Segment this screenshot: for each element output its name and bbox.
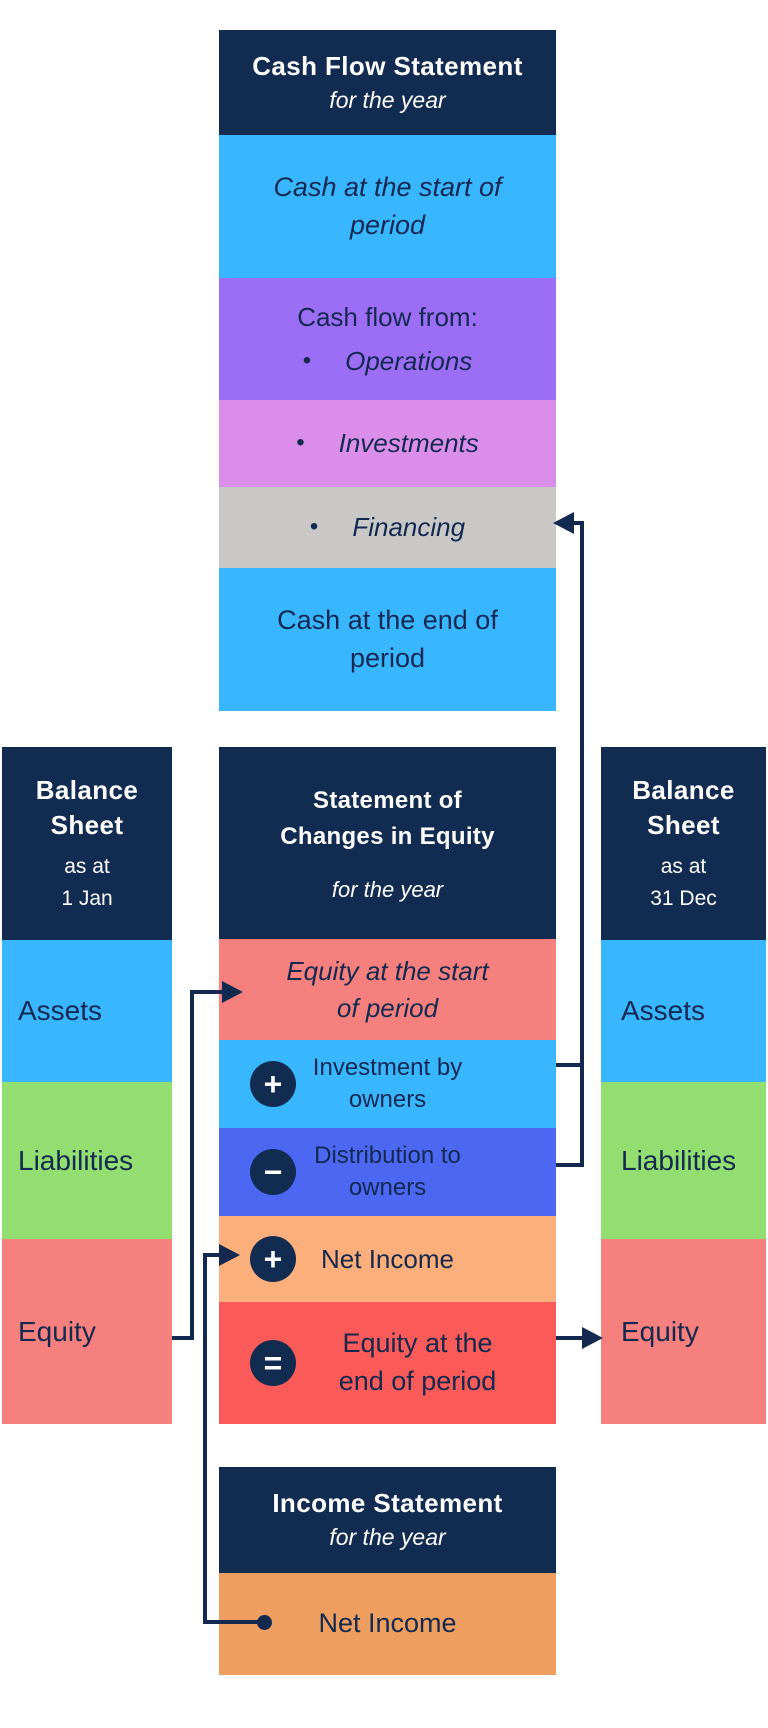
arrowhead-into-financing xyxy=(553,512,574,534)
connector-net-income-bottom xyxy=(203,1620,264,1624)
plus-icon: + xyxy=(250,1061,296,1107)
soce-period: for the year xyxy=(331,877,444,902)
cash-flow-title: Cash Flow Statement xyxy=(252,50,523,81)
cash-at-start-label: Cash at the start of period xyxy=(273,171,502,240)
soce-title-line1: Statement of xyxy=(313,787,462,814)
bullet-icon: • xyxy=(296,429,305,457)
balance-sheet-dec-liabilities: Liabilities xyxy=(601,1082,766,1239)
distribution-to-owners-label: Distribution to owners xyxy=(314,1141,461,1201)
cash-flow-from-section: Cash flow from: • Operations xyxy=(219,278,556,400)
cash-flow-header: Cash Flow Statement for the year xyxy=(219,30,556,135)
connector-jan-equity-vertical xyxy=(190,990,194,1340)
connector-equity-end-horizontal xyxy=(556,1336,584,1340)
equals-icon: = xyxy=(250,1340,296,1386)
operations-item: • Operations xyxy=(303,343,473,379)
connector-distribution-to-financing-stub xyxy=(556,1163,584,1167)
soce-header: Statement of Changes in Equity for the y… xyxy=(219,747,556,939)
cash-flow-statement-column: Cash Flow Statement for the year Cash at… xyxy=(219,30,556,711)
balance-sheet-dec-header: Balance Sheet as at 31 Dec xyxy=(601,747,766,940)
equity-at-end-row: = Equity at the end of period xyxy=(219,1302,556,1424)
minus-icon: − xyxy=(250,1149,296,1195)
balance-sheet-jan-liabilities: Liabilities xyxy=(2,1082,172,1239)
cash-at-end-label: Cash at the end of period xyxy=(277,604,498,673)
bullet-icon: • xyxy=(302,347,312,375)
income-statement-column: Income Statement for the year Net Income xyxy=(219,1467,556,1675)
equity-at-end-label: Equity at the end of period xyxy=(338,1328,497,1396)
statement-of-changes-in-equity-column: Statement of Changes in Equity for the y… xyxy=(219,747,556,1424)
bullet-icon: • xyxy=(309,513,319,541)
connector-financing-vertical xyxy=(580,521,584,1167)
balance-sheet-dec-title: Balance Sheet xyxy=(632,774,735,840)
investment-by-owners-label: Investment by owners xyxy=(312,1053,463,1113)
cash-at-start-section: Cash at the start of period xyxy=(219,135,556,278)
income-statement-header: Income Statement for the year xyxy=(219,1467,556,1573)
investments-section: • Investments xyxy=(219,400,556,487)
connector-jan-equity-horizontal xyxy=(172,1336,194,1340)
net-income-label: Net Income xyxy=(321,1243,454,1274)
balance-sheet-jan-column: Balance Sheet as at 1 Jan Assets Liabili… xyxy=(2,747,172,1424)
income-net-income-label: Net Income xyxy=(318,1608,457,1639)
investments-label: Investments xyxy=(338,428,479,459)
balance-sheet-dec-column: Balance Sheet as at 31 Dec Assets Liabil… xyxy=(601,747,766,1424)
income-net-income-section: Net Income xyxy=(219,1573,556,1675)
balance-sheet-dec-date: 31 Dec xyxy=(650,886,717,910)
cash-at-end-section: Cash at the end of period xyxy=(219,568,556,711)
financing-item: • Financing xyxy=(310,509,465,545)
equity-at-start-label: Equity at the start of period xyxy=(286,956,489,1023)
plus-icon: + xyxy=(250,1236,296,1282)
income-statement-title: Income Statement xyxy=(272,1488,503,1519)
distribution-to-owners-row: − Distribution to owners xyxy=(219,1128,556,1216)
balance-sheet-dec-assets: Assets xyxy=(601,940,766,1082)
financing-label: Financing xyxy=(352,512,466,543)
balance-sheet-jan-assets: Assets xyxy=(2,940,172,1082)
balance-sheet-dec-equity: Equity xyxy=(601,1239,766,1424)
balance-sheet-jan-equity: Equity xyxy=(2,1239,172,1424)
investment-by-owners-row: + Investment by owners xyxy=(219,1040,556,1128)
balance-sheet-jan-header: Balance Sheet as at 1 Jan xyxy=(2,747,172,940)
net-income-connector-dot xyxy=(257,1615,272,1630)
arrowhead-into-dec-equity xyxy=(582,1327,603,1349)
balance-sheet-dec-asat: as at xyxy=(660,855,707,879)
connector-investment-to-financing-stub xyxy=(556,1063,584,1067)
net-income-row: + Net Income xyxy=(219,1216,556,1302)
financing-section: • Financing xyxy=(219,487,556,568)
arrowhead-into-net-income xyxy=(219,1244,240,1266)
operations-label: Operations xyxy=(345,346,473,376)
soce-title-line2: Changes in Equity xyxy=(280,823,495,850)
balance-sheet-jan-date: 1 Jan xyxy=(61,886,113,910)
equity-at-start-section: Equity at the start of period xyxy=(219,939,556,1040)
connector-net-income-top xyxy=(203,1253,221,1257)
connector-jan-equity-top xyxy=(190,990,224,994)
cash-flow-period: for the year xyxy=(329,86,446,113)
balance-sheet-jan-title: Balance Sheet xyxy=(35,774,139,840)
connector-net-income-vertical xyxy=(203,1253,207,1624)
income-statement-period: for the year xyxy=(329,1524,446,1551)
arrowhead-into-equity-start xyxy=(222,981,243,1003)
connector-financing-horizontal xyxy=(570,521,584,525)
balance-sheet-jan-asat: as at xyxy=(64,855,110,879)
investments-item: • Investments xyxy=(296,425,479,461)
cash-flow-from-label: Cash flow from: xyxy=(297,301,478,332)
